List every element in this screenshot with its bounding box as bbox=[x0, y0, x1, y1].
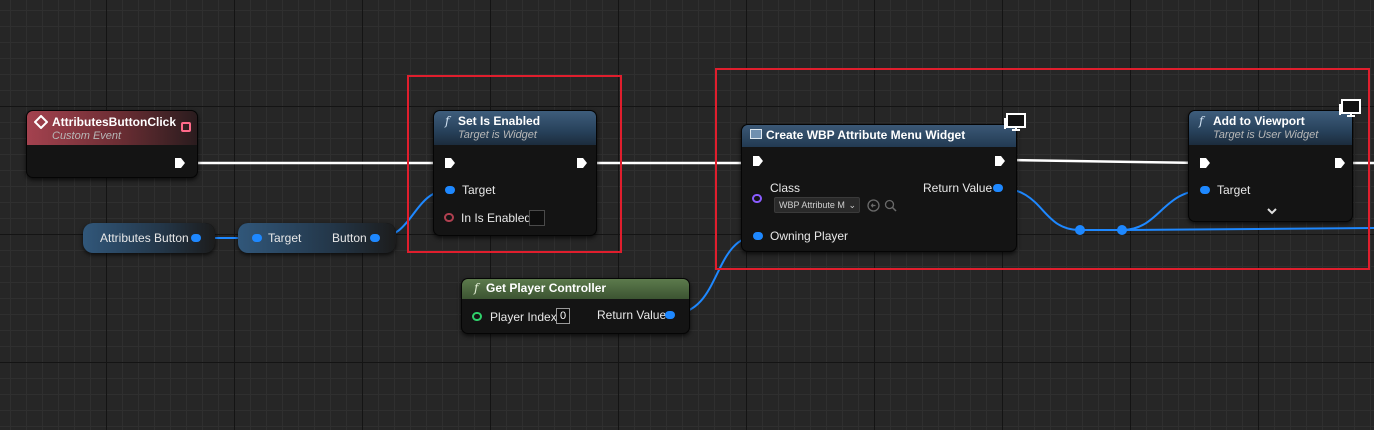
class-select-value: WBP Attribute M bbox=[779, 200, 845, 210]
class-select[interactable]: WBP Attribute M ⌄ bbox=[774, 197, 860, 213]
get-player-controller-node[interactable]: f Get Player Controller Player Index 0 R… bbox=[461, 278, 690, 334]
monitor-icon bbox=[1004, 113, 1026, 131]
function-icon: f bbox=[474, 281, 479, 295]
node-title: Set Is Enabled bbox=[458, 114, 541, 128]
widget-icon bbox=[750, 129, 762, 139]
chevron-down-icon[interactable] bbox=[1266, 208, 1278, 216]
node-header bbox=[434, 111, 596, 145]
owning-player-in-pin[interactable] bbox=[753, 232, 763, 240]
node-header bbox=[1189, 111, 1352, 145]
in-is-enabled-checkbox[interactable] bbox=[529, 210, 545, 226]
node-subtitle: Target is Widget bbox=[458, 129, 537, 141]
object-out-pin[interactable] bbox=[370, 234, 380, 242]
custom-event-node[interactable]: AttributesButtonClick Custom Event bbox=[26, 110, 198, 178]
create-widget-node[interactable]: Create WBP Attribute Menu Widget Class W… bbox=[741, 124, 1017, 252]
node-title: Get Player Controller bbox=[486, 281, 607, 295]
clear-icon[interactable] bbox=[867, 199, 880, 212]
reroute-knot[interactable] bbox=[1117, 225, 1127, 235]
return-value-out-pin[interactable] bbox=[665, 311, 675, 319]
exec-out-pin[interactable] bbox=[174, 157, 186, 169]
in-is-enabled-label: In Is Enabled bbox=[461, 211, 532, 225]
get-button-node[interactable]: Target Button bbox=[238, 223, 396, 253]
target-in-pin[interactable] bbox=[1200, 186, 1210, 194]
player-index-label: Player Index bbox=[490, 310, 557, 324]
function-icon: f bbox=[445, 114, 450, 128]
reroute-knot[interactable] bbox=[1075, 225, 1085, 235]
target-in-pin[interactable] bbox=[252, 234, 262, 242]
highlight-box-set-enabled bbox=[407, 75, 622, 253]
exec-in-pin[interactable] bbox=[444, 157, 456, 169]
node-title: Create WBP Attribute Menu Widget bbox=[766, 128, 966, 142]
exec-in-pin[interactable] bbox=[752, 155, 764, 167]
chevron-down-icon: ⌄ bbox=[848, 200, 856, 210]
node-header bbox=[238, 223, 396, 253]
node-title: Add to Viewport bbox=[1213, 114, 1305, 128]
return-value-out-pin[interactable] bbox=[993, 184, 1003, 192]
variable-label: Attributes Button bbox=[100, 231, 189, 245]
monitor-icon bbox=[1339, 99, 1361, 117]
object-wire bbox=[997, 187, 1207, 231]
class-label: Class bbox=[770, 181, 801, 195]
search-icon[interactable] bbox=[884, 199, 897, 212]
player-index-in-pin[interactable] bbox=[472, 312, 482, 321]
event-diamond-icon bbox=[34, 115, 48, 129]
target-label: Target bbox=[268, 231, 302, 245]
return-value-label: Return Value bbox=[923, 181, 993, 195]
set-is-enabled-node[interactable]: f Set Is Enabled Target is Widget Target… bbox=[433, 110, 597, 236]
node-header bbox=[27, 111, 197, 145]
add-to-viewport-node[interactable]: f Add to Viewport Target is User Widget … bbox=[1188, 110, 1353, 222]
exec-out-pin[interactable] bbox=[1334, 157, 1346, 169]
node-subtitle: Target is User Widget bbox=[1213, 129, 1319, 141]
owning-player-label: Owning Player bbox=[770, 229, 849, 243]
target-label: Target bbox=[1217, 183, 1251, 197]
return-value-label: Return Value bbox=[597, 308, 667, 322]
node-header bbox=[462, 279, 689, 299]
object-wire bbox=[1121, 227, 1374, 231]
highlight-box-create-and-add bbox=[715, 68, 1370, 270]
function-icon: f bbox=[1199, 114, 1204, 128]
exec-out-pin[interactable] bbox=[994, 155, 1006, 167]
player-index-input[interactable]: 0 bbox=[556, 308, 571, 324]
exec-wire bbox=[1002, 158, 1206, 165]
exec-in-pin[interactable] bbox=[1199, 157, 1211, 169]
exec-out-pin[interactable] bbox=[576, 157, 588, 169]
class-in-pin[interactable] bbox=[752, 194, 762, 203]
target-label: Target bbox=[462, 183, 496, 197]
target-in-pin[interactable] bbox=[445, 186, 455, 194]
node-header bbox=[742, 125, 1016, 147]
delegate-pin[interactable] bbox=[181, 122, 191, 132]
object-out-pin[interactable] bbox=[191, 234, 201, 242]
button-label: Button bbox=[332, 231, 367, 245]
bool-in-pin[interactable] bbox=[444, 213, 454, 222]
node-title: AttributesButtonClick bbox=[52, 115, 176, 129]
node-subtitle: Custom Event bbox=[52, 130, 122, 142]
attributes-button-variable-node[interactable]: Attributes Button bbox=[83, 223, 215, 253]
